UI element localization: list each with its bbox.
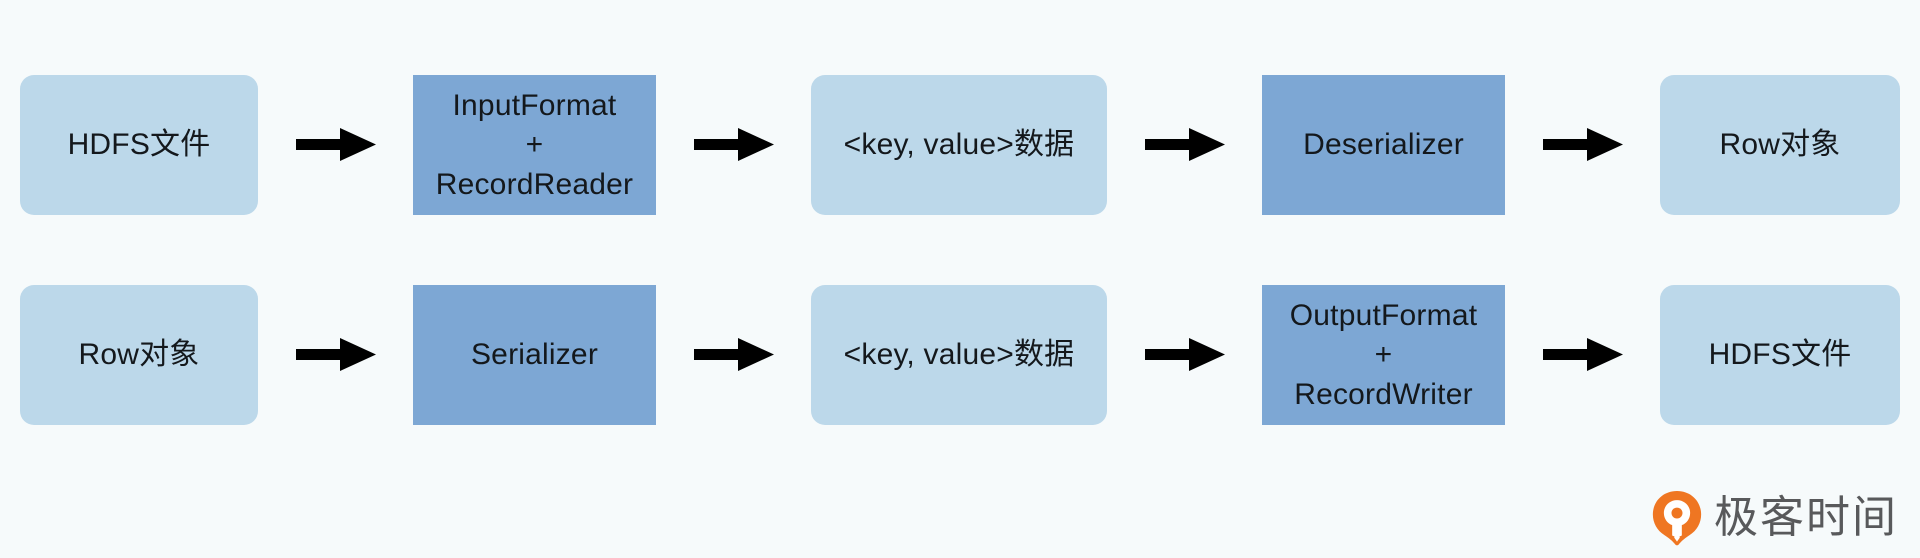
arrow-right-icon [1144, 128, 1225, 161]
node-deserializer[interactable]: Deserializer [1262, 75, 1505, 215]
connector-arrow [656, 75, 811, 215]
connector-arrow [258, 285, 413, 425]
node-hdfs-file-output[interactable]: HDFS文件 [1660, 285, 1900, 425]
geektime-logo-icon [1652, 490, 1702, 546]
connector-arrow [1107, 285, 1262, 425]
watermark-brand: 极客时间 [1651, 490, 1898, 546]
connector-arrow [656, 285, 811, 425]
geektime-brand-text: 极客时间 [1714, 492, 1898, 543]
node-key-value-data-read[interactable]: <key, value>数据 [811, 75, 1107, 215]
flow-row-write-path: Row对象 Serializer <key, value>数据 [0, 285, 1920, 425]
connector-arrow [1505, 285, 1660, 425]
arrow-right-icon [1542, 338, 1623, 371]
arrow-right-icon [295, 338, 376, 371]
node-serializer[interactable]: Serializer [413, 285, 656, 425]
node-outputformat-recordwriter[interactable]: OutputFormat + RecordWriter [1262, 285, 1505, 425]
flow-row-read-path: HDFS文件 InputFormat + RecordReader <key, … [0, 75, 1920, 215]
arrow-right-icon [1542, 128, 1623, 161]
arrow-right-icon [295, 128, 376, 161]
arrow-right-icon [693, 128, 774, 161]
node-row-object-output[interactable]: Row对象 [1660, 75, 1900, 215]
node-key-value-data-write[interactable]: <key, value>数据 [811, 285, 1107, 425]
connector-arrow [1505, 75, 1660, 215]
arrow-right-icon [1144, 338, 1225, 371]
arrow-right-icon [693, 338, 774, 371]
node-row-object-input[interactable]: Row对象 [20, 285, 258, 425]
node-inputformat-recordreader[interactable]: InputFormat + RecordReader [413, 75, 656, 215]
connector-arrow [258, 75, 413, 215]
connector-arrow [1107, 75, 1262, 215]
node-hdfs-file-input[interactable]: HDFS文件 [20, 75, 258, 215]
